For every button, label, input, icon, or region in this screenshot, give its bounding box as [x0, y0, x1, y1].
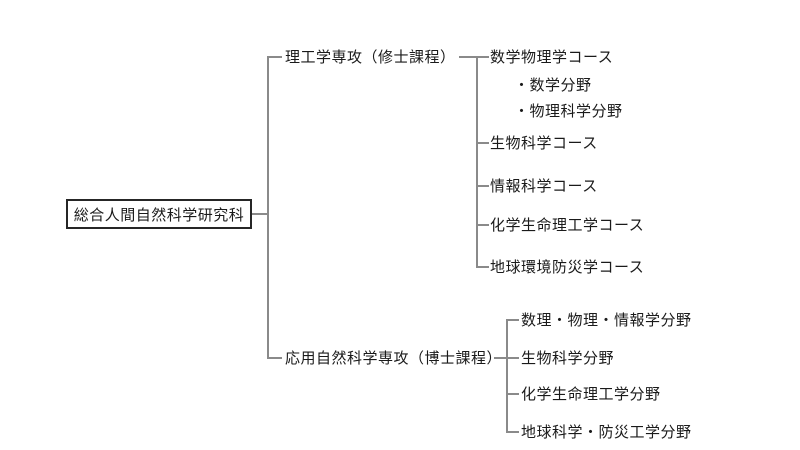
branch1-label: 理工学専攻（修士課程） — [285, 48, 456, 66]
branch2-child1-tick-line — [506, 319, 519, 321]
branch1-child3-tick-line — [476, 185, 489, 187]
branch1-child5-tick-line — [476, 266, 489, 268]
trunk-line — [267, 56, 269, 359]
course-subitem-label: ・数学分野 — [514, 76, 592, 94]
field-label: 生物科学分野 — [521, 349, 615, 367]
course-label: 数学物理学コース — [490, 48, 614, 66]
field-label: 化学生命理工学分野 — [521, 385, 661, 403]
branch2-label: 応用自然科学専攻（博士課程） — [285, 349, 503, 367]
course-subitem-label: ・物理科学分野 — [514, 102, 623, 120]
field-label: 地球科学・防災工学分野 — [521, 423, 692, 441]
field-label: 数理・物理・情報学分野 — [521, 311, 692, 329]
root-node: 総合人間自然科学研究科 — [66, 199, 252, 229]
course-label: 情報科学コース — [490, 177, 598, 195]
branch2-tick-line — [267, 357, 282, 359]
branch1-tick-line — [267, 56, 282, 58]
root-node-label: 総合人間自然科学研究科 — [73, 205, 245, 224]
course-label: 化学生命理工学コース — [490, 216, 645, 234]
branch2-child3-tick-line — [506, 393, 519, 395]
branch1-child4-tick-line — [476, 224, 489, 226]
branch2-spine-line — [506, 319, 508, 433]
course-label: 地球環境防災学コース — [490, 258, 645, 276]
root-connector-line — [252, 213, 268, 215]
branch1-right-connector-line — [459, 56, 489, 58]
branch2-child4-tick-line — [506, 431, 519, 433]
branch1-child2-tick-line — [476, 142, 489, 144]
course-label: 生物科学コース — [490, 134, 598, 152]
branch1-spine-line — [476, 56, 478, 268]
